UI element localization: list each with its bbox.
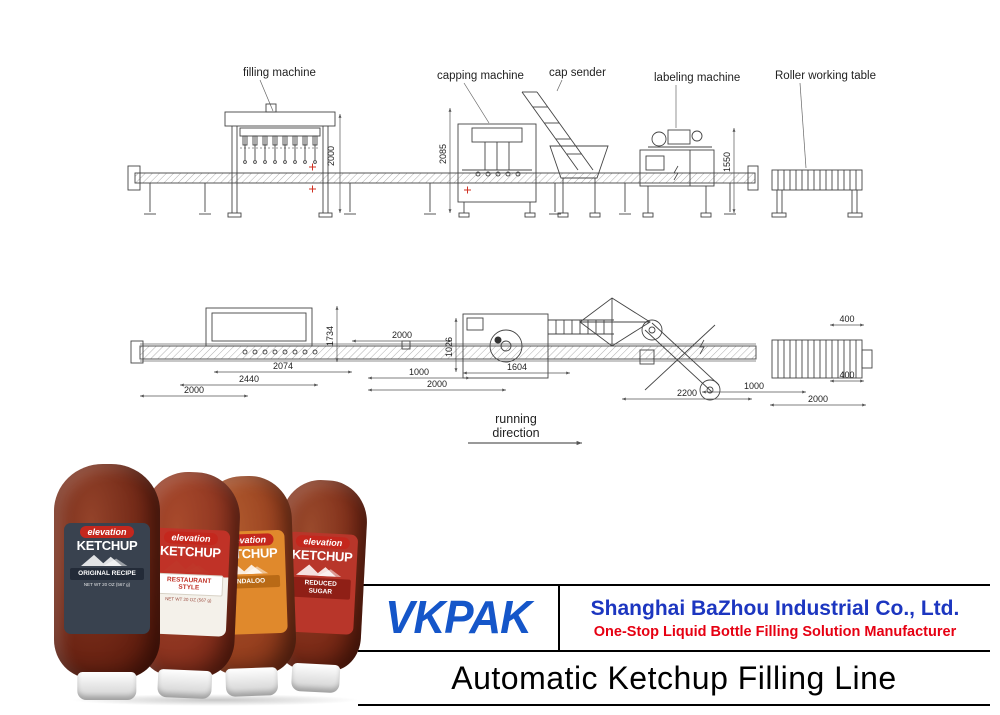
dim-label: 1550 [722, 152, 732, 172]
cap-sender-elevation [521, 91, 609, 218]
capping-machine-plan [462, 313, 549, 379]
bottle-name: KETCHUP [76, 538, 138, 553]
roller-table-label: Roller working table [775, 70, 876, 82]
dim-label: 2000 [427, 379, 447, 389]
bottles-shadow [69, 694, 361, 706]
company-tagline: One-Stop Liquid Bottle Filling Solution … [593, 623, 957, 640]
dim-label: 400 [839, 370, 854, 380]
plan-dimensions [140, 306, 866, 407]
bottle-variant: ORIGINAL RECIPE [70, 568, 144, 580]
dim-label: 1026 [444, 337, 454, 357]
running-direction: running direction [468, 412, 582, 446]
product-bottles-photo: elevation KETCHUP REDUCED SUGAR elevatio… [50, 458, 380, 706]
bottle-label: elevation KETCHUP RESTAURANT STYLE NET W… [147, 526, 231, 637]
dim-label: 1000 [744, 381, 764, 391]
cad-reference-marks [309, 163, 471, 194]
vkpak-logo: VKPAK [358, 586, 560, 650]
bottle-variant: RESTAURANT STYLE [154, 572, 224, 597]
elevation-dimensions [338, 108, 736, 213]
plan-view [130, 297, 873, 401]
bottle-cap [77, 672, 137, 700]
image-title: Automatic Ketchup Filling Line [451, 659, 897, 696]
ketchup-bottle-reduced-sugar: elevation KETCHUP REDUCED SUGAR [272, 478, 370, 694]
brand-banner: elevation [80, 526, 134, 538]
ketchup-bottle-original: elevation KETCHUP ORIGINAL RECIPE NET WT… [54, 464, 160, 700]
capping-machine-label: capping machine [437, 70, 524, 82]
dim-label: 2200 [677, 388, 697, 398]
dim-label: 1000 [409, 367, 429, 377]
capping-machine-elevation [457, 123, 537, 218]
bottle-label: elevation KETCHUP REDUCED SUGAR [282, 531, 359, 635]
cap-sender-label: cap sender [549, 67, 606, 79]
dim-label: 2085 [438, 144, 448, 164]
mountain-graphic [163, 559, 210, 573]
elevation-view [127, 91, 863, 218]
dim-label: 1604 [507, 362, 527, 372]
machine-labels: filling machine capping machine cap send… [243, 67, 876, 169]
dim-label: 2000 [184, 385, 204, 395]
bottle-label: elevation KETCHUP ORIGINAL RECIPE NET WT… [63, 523, 151, 634]
filling-machine-elevation [224, 103, 336, 218]
net-weight: NET WT 20 OZ (567 g) [83, 581, 131, 587]
labeling-machine-label: labeling machine [654, 72, 740, 84]
filling-machine-plan [205, 307, 318, 355]
labeling-machine-elevation [639, 129, 715, 218]
company-text-cell: Shanghai BaZhou Industrial Co., Ltd. One… [560, 586, 990, 650]
filling-machine-label: filling machine [243, 67, 316, 79]
bottle-cap [157, 668, 213, 700]
dim-label: 2000 [808, 394, 828, 404]
dim-label: 1734 [325, 326, 335, 346]
dim-label: 400 [839, 314, 854, 324]
running-direction-line1: running [495, 412, 537, 426]
running-direction-line2: direction [492, 426, 539, 440]
company-name: Shanghai BaZhou Industrial Co., Ltd. [590, 596, 960, 620]
roller-table-plan [771, 339, 873, 379]
cap-sender-plan [548, 297, 651, 347]
labeling-machine-plan [639, 319, 721, 401]
roller-table-elevation [771, 169, 863, 218]
conveyor-plan [130, 340, 757, 364]
conveyor-elevation [127, 165, 759, 215]
dim-label: 2074 [273, 361, 293, 371]
company-header-row: VKPAK Shanghai BaZhou Industrial Co., Lt… [358, 584, 990, 652]
dim-label: 2440 [239, 374, 259, 384]
bottle-variant: REDUCED SUGAR [290, 576, 351, 600]
bottle-cap [290, 662, 341, 694]
net-weight: NET WT 20 OZ (567 g) [165, 596, 212, 604]
vkpak-logo-text: VKPAK [385, 591, 532, 644]
dim-label: 2000 [326, 146, 336, 166]
dim-label: 2000 [392, 330, 412, 340]
technical-drawing: filling machine capping machine cap send… [127, 67, 876, 446]
ketchup-bottle-restaurant-style: elevation KETCHUP RESTAURANT STYLE NET W… [136, 470, 242, 700]
mountain-graphic [81, 554, 128, 566]
leader-lines [259, 79, 807, 169]
image-title-row: Automatic Ketchup Filling Line [358, 652, 990, 706]
mountain-graphic [295, 564, 342, 578]
company-info-box: VKPAK Shanghai BaZhou Industrial Co., Lt… [358, 584, 990, 706]
